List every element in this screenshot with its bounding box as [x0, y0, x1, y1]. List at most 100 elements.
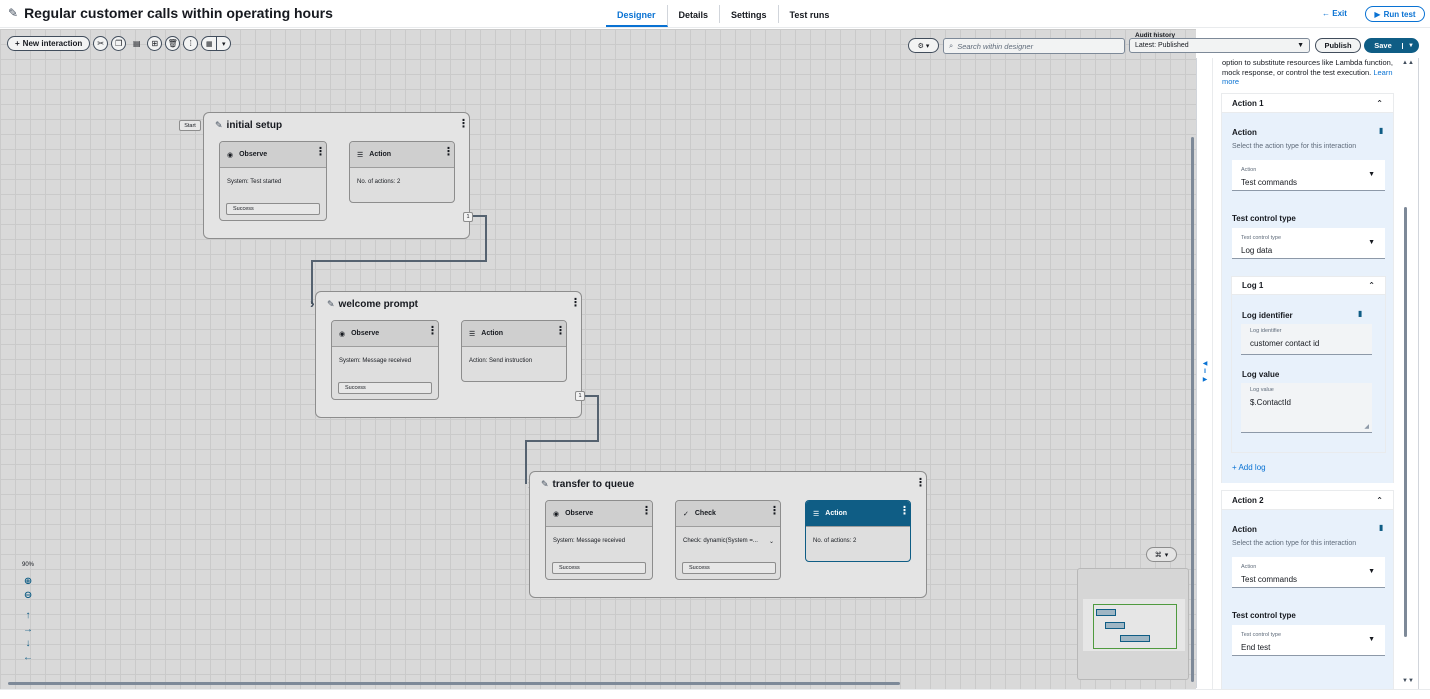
- output-port[interactable]: 1: [575, 391, 585, 401]
- block-transfer-to-queue[interactable]: ✎ transfer to queue ⋮ ◉ Observe ⋮ System…: [529, 471, 927, 598]
- card-title: Observe: [239, 151, 268, 158]
- select-label: Action: [1241, 564, 1257, 570]
- check-card[interactable]: ✓ Check ⋮ Check: dynamic(System =... ⌄ S…: [675, 500, 781, 580]
- block-title: ✎ transfer to queue: [541, 479, 634, 490]
- gear-icon: ⚙: [917, 42, 924, 50]
- exit-link[interactable]: ← Exit: [1322, 9, 1347, 18]
- chevron-down-icon[interactable]: ⌄: [768, 539, 774, 545]
- action-card[interactable]: ☰ Action ⋮ Action: Send instruction: [461, 320, 567, 382]
- log-1-header[interactable]: Log 1 ⌃: [1232, 277, 1385, 295]
- minimap-block: [1096, 609, 1116, 616]
- success-port[interactable]: Success: [226, 203, 320, 215]
- panel-intro: option to substitute resources like Lamb…: [1222, 58, 1397, 87]
- audit-history-select[interactable]: Latest: Published ▼: [1129, 38, 1310, 53]
- search-icon: ⌕: [949, 41, 954, 50]
- view-settings-dropdown[interactable]: ⚙ ▾: [908, 38, 939, 53]
- collapse-handle-icon[interactable]: ◀‖▶: [1202, 361, 1208, 383]
- connector-welcome-to-transfer: [525, 395, 599, 484]
- tab-settings[interactable]: Settings: [720, 5, 779, 23]
- block-title: ✎ initial setup: [215, 120, 282, 131]
- test-control-type-select[interactable]: Test control type Log data ▼: [1232, 228, 1385, 259]
- action-card-selected[interactable]: ☰ Action ⋮ No. of actions: 2: [805, 500, 911, 562]
- layout-dropdown[interactable]: ▦ ▾: [201, 36, 232, 51]
- log-identifier-input[interactable]: Log identifier customer contact id: [1241, 324, 1372, 355]
- edit-title-icon[interactable]: ✎: [8, 6, 19, 20]
- dots-grid-icon: ⁞: [189, 39, 192, 48]
- more-options-icon[interactable]: ⋮: [769, 505, 780, 517]
- observe-card[interactable]: ◉ Observe ⋮ System: Message received Suc…: [545, 500, 653, 580]
- learn-more-link[interactable]: Learn more: [1222, 67, 1393, 87]
- edit-icon[interactable]: ✎: [541, 479, 549, 489]
- add-log-link[interactable]: + Add log: [1232, 463, 1266, 472]
- new-interaction-button[interactable]: + New interaction: [7, 36, 91, 51]
- section-title: Log 1: [1242, 281, 1264, 290]
- more-options-icon[interactable]: ⋮: [555, 325, 566, 337]
- more-options-icon[interactable]: ⋮: [899, 505, 910, 517]
- zoom-controls: 90% ⊕ ⊖ ↑ → ↓ ←: [22, 562, 34, 665]
- observe-card[interactable]: ◉ Observe ⋮ System: Test started Success: [219, 141, 327, 221]
- delete-button[interactable]: 🗑: [165, 36, 181, 51]
- horizontal-scrollbar[interactable]: [8, 682, 900, 685]
- block-title: ✎ welcome prompt: [327, 299, 418, 310]
- tab-details[interactable]: Details: [668, 5, 721, 23]
- action-1-header[interactable]: Action 1 ⌃: [1222, 94, 1393, 113]
- edit-icon[interactable]: ✎: [327, 299, 335, 309]
- panel-scrollbar[interactable]: [1404, 207, 1407, 637]
- properties-panel: option to substitute resources like Lamb…: [1212, 58, 1418, 689]
- success-port[interactable]: Success: [552, 562, 646, 574]
- more-options-icon[interactable]: ⋮: [641, 505, 652, 517]
- success-port[interactable]: Success: [338, 382, 432, 394]
- tab-test-runs[interactable]: Test runs: [789, 10, 830, 20]
- success-port[interactable]: Success: [682, 562, 776, 574]
- save-options-icon[interactable]: ▼: [1402, 42, 1419, 49]
- more-options-icon[interactable]: ⋮: [458, 118, 469, 130]
- zoom-out-icon[interactable]: ⊖: [23, 590, 33, 601]
- connector-setup-to-welcome: [311, 215, 487, 304]
- action-2-header[interactable]: Action 2 ⌃: [1222, 491, 1393, 510]
- more-options-icon[interactable]: ⋮: [915, 477, 926, 489]
- zoom-in-icon[interactable]: ⊕: [23, 576, 33, 587]
- paste-button[interactable]: ▤: [129, 36, 144, 51]
- designer-canvas[interactable]: Start › › › ✎ initial setup ⋮ ◉ Observe …: [0, 29, 1196, 689]
- resize-handle-icon[interactable]: ◢: [1364, 424, 1369, 430]
- panel-splitter[interactable]: ◀‖▶: [1196, 58, 1212, 688]
- vertical-scrollbar[interactable]: [1191, 137, 1194, 682]
- test-control-type-select[interactable]: Test control type End test ▼: [1232, 625, 1385, 656]
- publish-button[interactable]: Publish: [1315, 38, 1361, 53]
- save-button[interactable]: Save ▼: [1364, 38, 1419, 53]
- minimap[interactable]: [1077, 568, 1189, 680]
- pan-down-icon[interactable]: ↓: [25, 638, 31, 649]
- more-options-icon[interactable]: ⋮: [427, 325, 438, 337]
- trash-icon[interactable]: ▮: [1379, 523, 1384, 532]
- tab-designer[interactable]: Designer: [606, 5, 668, 27]
- action-type-select[interactable]: Action Test commands ▼: [1232, 160, 1385, 191]
- output-port[interactable]: 1: [463, 212, 473, 222]
- pan-up-icon[interactable]: ↑: [25, 610, 31, 621]
- more-options-icon[interactable]: ⋮: [570, 297, 581, 309]
- search-input[interactable]: ⌕ Search within designer: [943, 38, 1125, 54]
- edit-icon[interactable]: ✎: [215, 120, 223, 130]
- chevron-up-icon: ⌃: [1368, 281, 1375, 290]
- more-options-icon[interactable]: ⋮: [443, 146, 454, 158]
- scroll-down-icon[interactable]: ▼▼: [1402, 678, 1414, 684]
- more-options-icon[interactable]: ⋮: [315, 146, 326, 158]
- arrange-button[interactable]: ⁞: [183, 36, 199, 51]
- pan-right-icon[interactable]: →: [23, 624, 33, 635]
- action-type-select[interactable]: Action Test commands ▼: [1232, 557, 1385, 588]
- scroll-up-icon[interactable]: ▲▲: [1402, 60, 1414, 66]
- action-card[interactable]: ☰ Action ⋮ No. of actions: 2: [349, 141, 455, 203]
- fit-view-button[interactable]: ⌘ ▾: [1146, 547, 1177, 562]
- cut-button[interactable]: ✂: [93, 36, 109, 51]
- observe-card[interactable]: ◉ Observe ⋮ System: Message received Suc…: [331, 320, 439, 400]
- block-welcome-prompt[interactable]: ✎ welcome prompt ⋮ ◉ Observe ⋮ System: M…: [315, 291, 585, 418]
- group-button[interactable]: ⊞: [147, 36, 163, 51]
- trash-icon[interactable]: ▮: [1358, 309, 1363, 318]
- run-test-button[interactable]: ▶ Run test: [1365, 6, 1425, 22]
- log-value-textarea[interactable]: Log value $.ContactId ◢: [1241, 383, 1372, 433]
- trash-icon[interactable]: ▮: [1379, 126, 1384, 135]
- block-initial-setup[interactable]: ✎ initial setup ⋮ ◉ Observe ⋮ System: Te…: [203, 112, 473, 239]
- log-value-label: Log value: [1242, 370, 1280, 379]
- layout-icon: ▦: [205, 40, 213, 48]
- pan-left-icon[interactable]: ←: [23, 652, 33, 663]
- copy-button[interactable]: ❐: [111, 36, 127, 51]
